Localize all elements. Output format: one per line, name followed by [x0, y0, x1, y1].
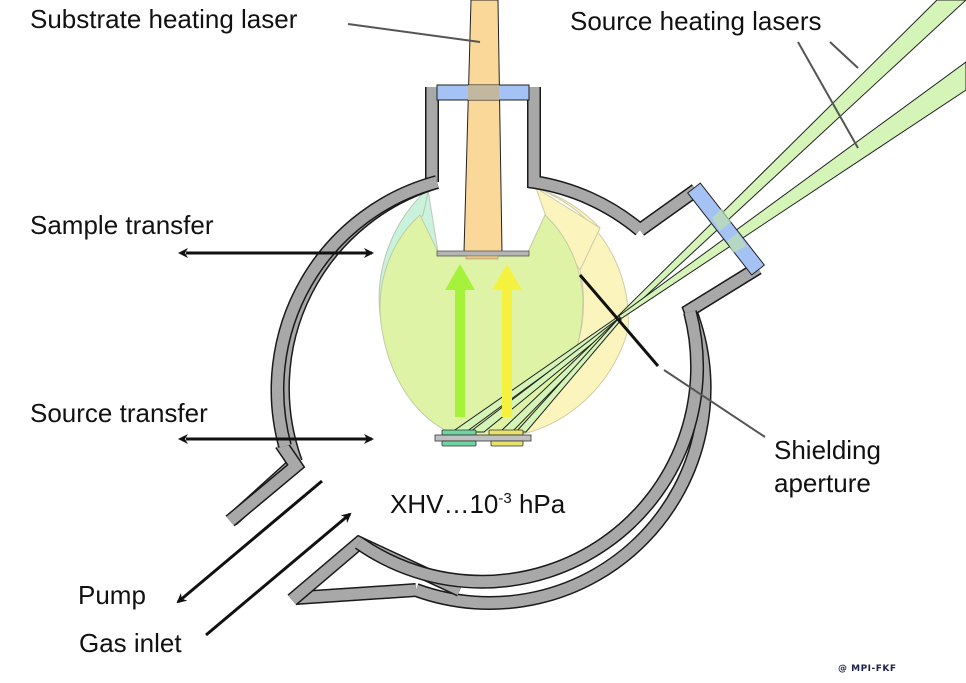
- label-gas-inlet: Gas inlet: [79, 628, 182, 658]
- substrate-laser-window-overlap: [468, 85, 499, 100]
- source-green-bottom: [441, 440, 477, 447]
- label-pump: Pump: [78, 580, 146, 610]
- source-laser-beam-lower: [614, 61, 966, 319]
- source-yellow-top: [488, 429, 524, 436]
- leader-source-laser-upper: [829, 41, 859, 69]
- gas-inlet-arrow[interactable]: [205, 512, 352, 637]
- source-laser-beam-to-yellow-2: [514, 317, 622, 433]
- leader-substrate-laser: [347, 23, 481, 43]
- label-shielding-aperture: Shielding aperture: [774, 434, 881, 500]
- credit-text: @ MPI-FKF: [838, 664, 897, 674]
- source-laser-beam-upper: [614, 0, 966, 319]
- plume-yellow-wedge: [535, 186, 601, 272]
- flux-arrow-green: [445, 264, 475, 417]
- leader-source-laser-lower: [797, 41, 859, 149]
- substrate-heating-laser-beam: [463, 0, 503, 253]
- pressure-prefix: XHV…10: [390, 489, 499, 519]
- label-source-transfer: Source transfer: [30, 398, 208, 428]
- pressure-exponent: -3: [498, 490, 512, 507]
- source-green-top: [441, 429, 477, 436]
- substrate-holder: [436, 250, 530, 257]
- pressure-unit: hPa: [511, 489, 566, 519]
- source-plate: [434, 434, 532, 442]
- source-holder: [434, 429, 532, 447]
- source-laser-window: [686, 182, 766, 276]
- substrate: [465, 255, 499, 260]
- shielding-aperture-blade: [578, 274, 660, 367]
- pump-arrow[interactable]: [176, 479, 323, 604]
- source-window-overlap-lower: [727, 233, 746, 253]
- label-shielding-aperture-line2: aperture: [774, 468, 871, 498]
- label-substrate-heating-laser: Substrate heating laser: [30, 4, 298, 34]
- label-shielding-aperture-line1: Shielding: [774, 435, 881, 465]
- label-source-heating-lasers: Source heating lasers: [570, 6, 822, 36]
- source-window-overlap-upper: [712, 208, 731, 231]
- leader-shielding-aperture: [663, 369, 766, 438]
- label-sample-transfer: Sample transfer: [30, 210, 214, 240]
- label-pressure: XHV…10-3 hPa: [390, 489, 565, 519]
- source-yellow-bottom: [490, 440, 524, 447]
- flux-arrow-yellow: [492, 264, 522, 417]
